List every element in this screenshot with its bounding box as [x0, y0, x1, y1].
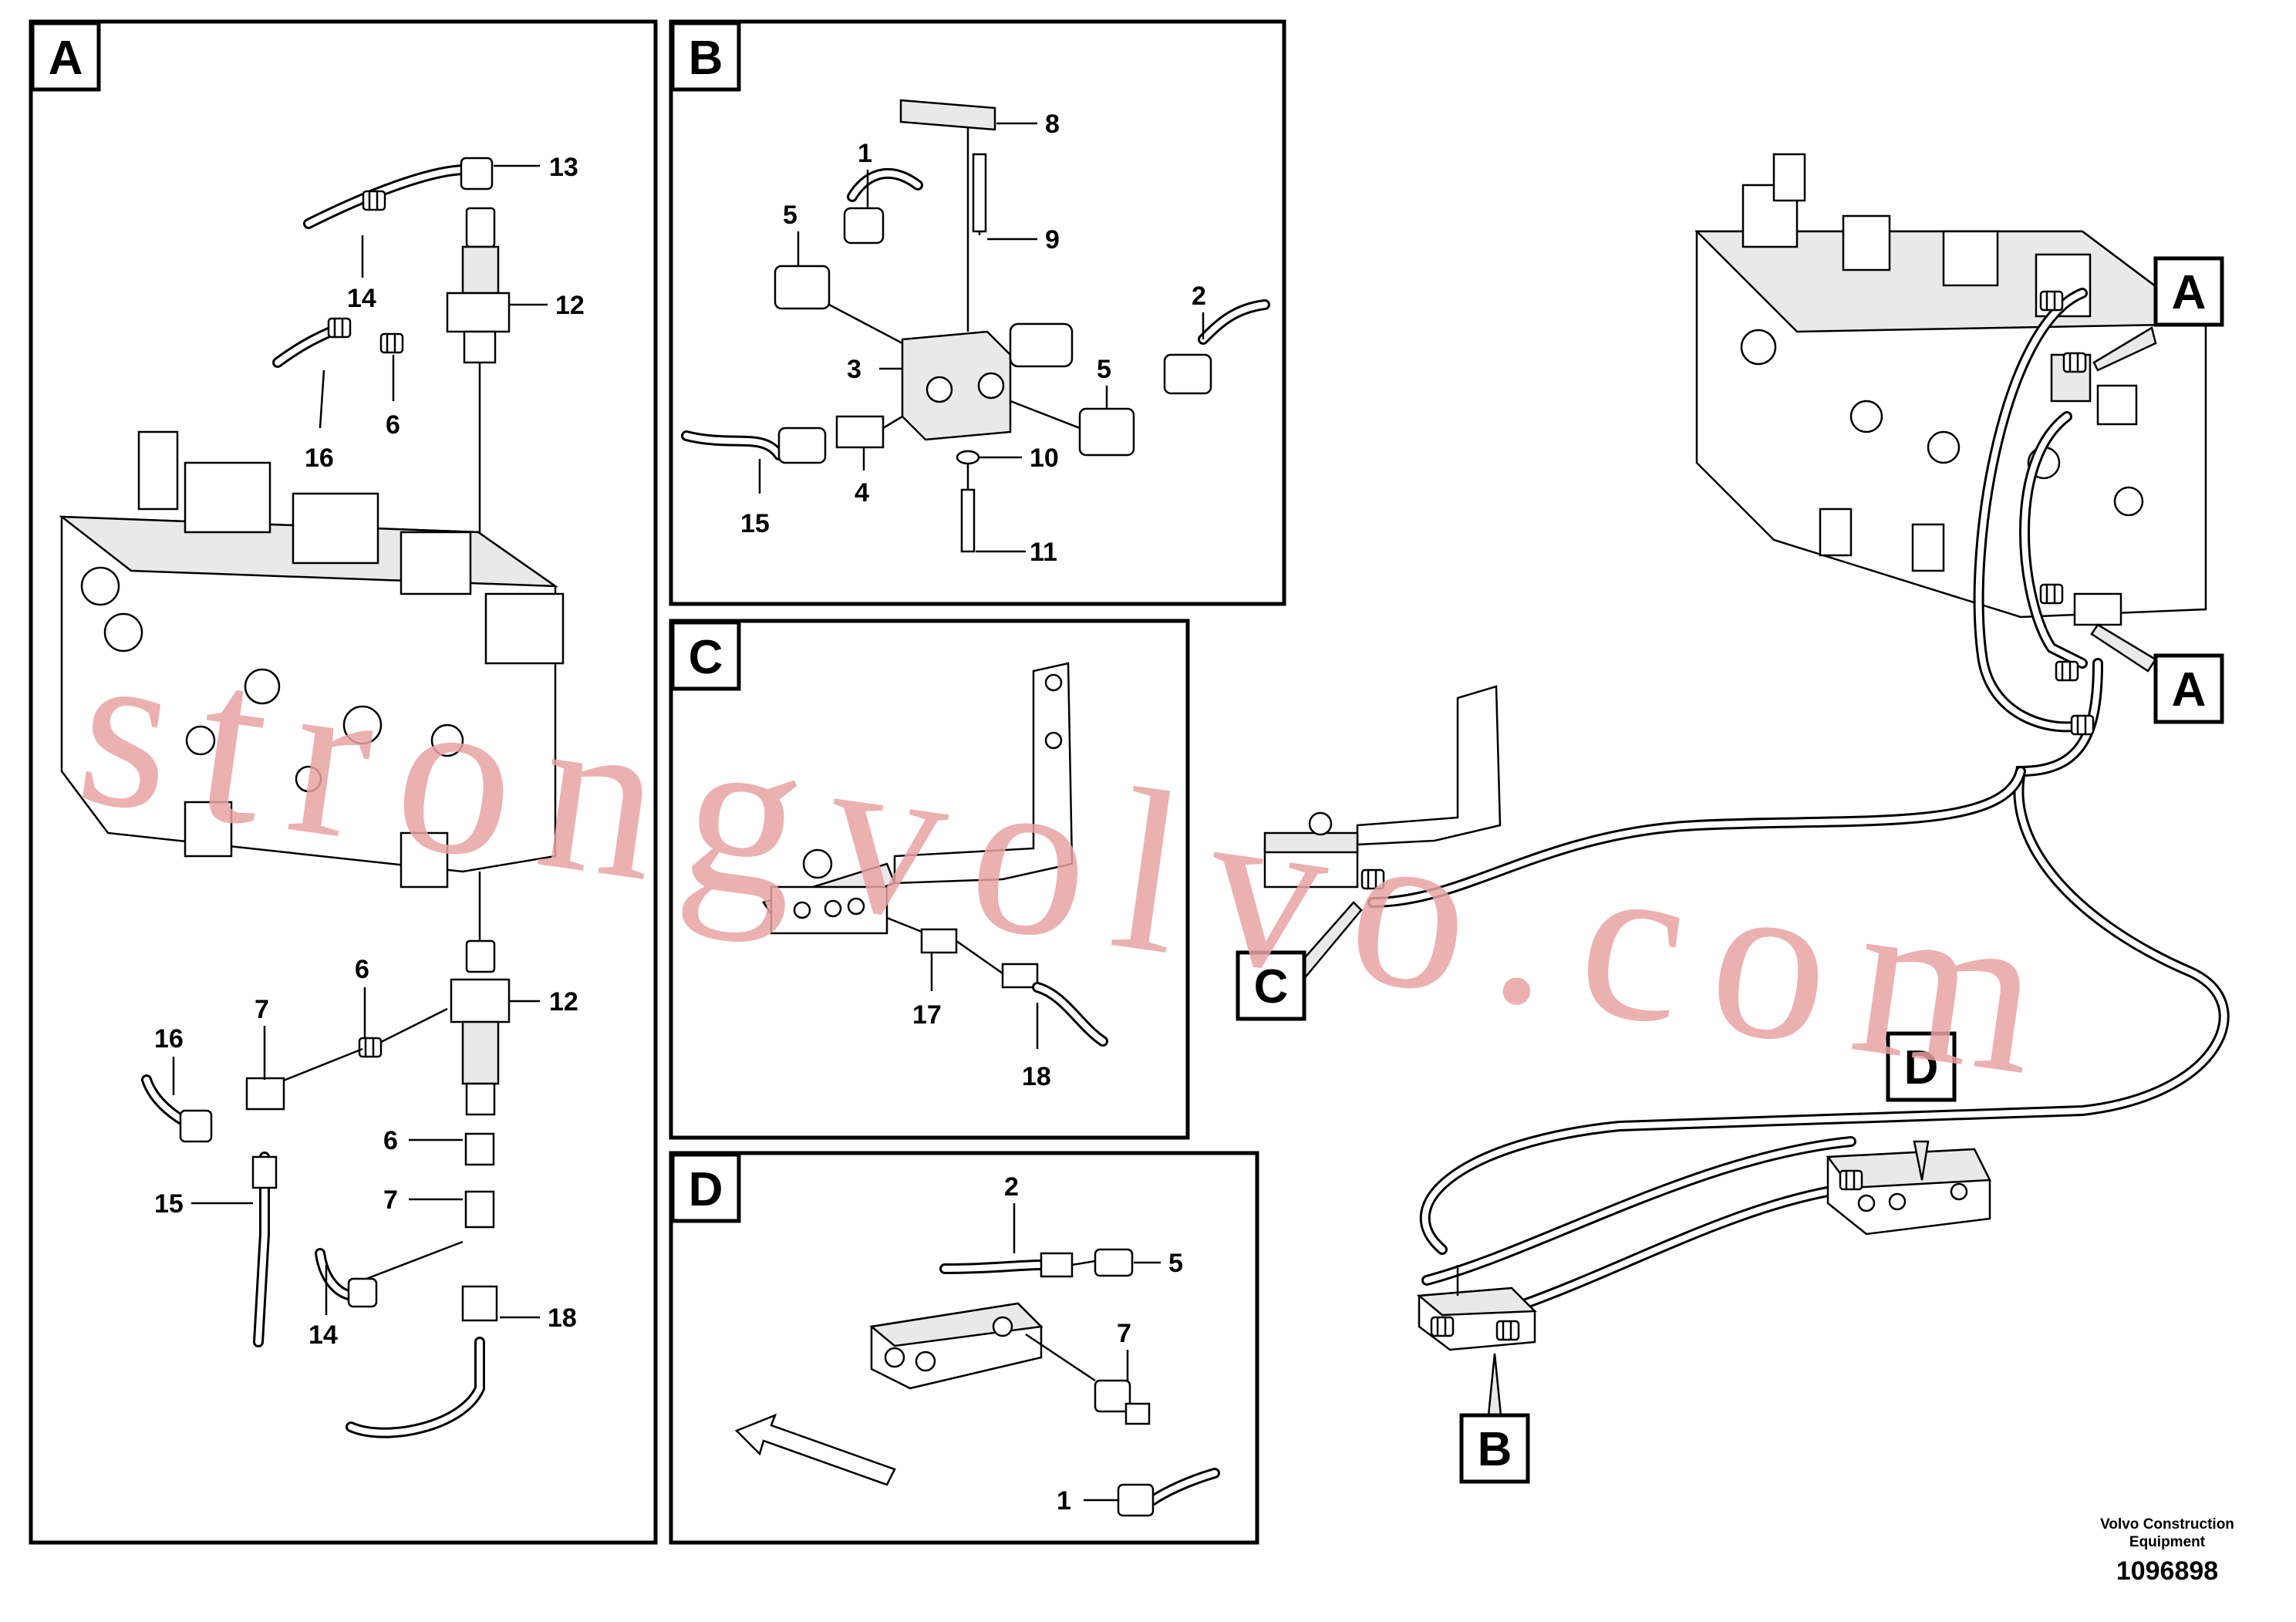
callout-b-5b: 5 — [1097, 355, 1111, 384]
panel-a-label: A — [49, 32, 83, 85]
callout-a-14b: 14 — [308, 1320, 338, 1350]
callout-a-18: 18 — [548, 1303, 577, 1333]
callout-b-9: 9 — [1045, 225, 1060, 255]
panel-a-label-box — [30, 21, 101, 92]
callout-a-6: 6 — [386, 410, 400, 440]
lower-sensor-assembly — [141, 872, 511, 1438]
overview-label-a-top-box — [2153, 256, 2224, 327]
callout-b-1: 1 — [858, 139, 872, 168]
overview-labels: A A C D B — [1236, 256, 2224, 1484]
panel-c-callouts: 17 18 — [912, 953, 1051, 1091]
callout-a-6b: 6 — [355, 955, 369, 984]
panel-a-callouts: 13 14 12 16 6 16 7 6 12 15 6 7 14 — [154, 153, 585, 1350]
callout-a-16b: 16 — [154, 1024, 184, 1054]
panel-b: B — [669, 19, 1286, 606]
panel-c: C 17 18 — [669, 619, 1190, 1140]
control-valve-block — [59, 430, 565, 889]
overview-label-b: B — [1478, 1423, 1512, 1476]
overview-label-a-top: A — [2172, 266, 2207, 319]
panel-d: D 2 5 7 1 — [669, 1151, 1259, 1545]
overview-assembly — [1263, 153, 2230, 1417]
panel-b-label-box — [670, 21, 741, 92]
overview-label-c: C — [1254, 960, 1289, 1013]
callout-b-2: 2 — [1192, 282, 1206, 311]
panel-b-frame — [669, 19, 1286, 606]
callout-b-3: 3 — [847, 355, 861, 384]
footer: Volvo Construction Equipment 1096898 — [2100, 1516, 2234, 1586]
callout-b-4: 4 — [855, 478, 869, 508]
callout-a-14: 14 — [347, 284, 376, 313]
callout-c-18: 18 — [1022, 1062, 1051, 1091]
panel-a: A — [29, 19, 658, 1545]
panel-c-label-box — [670, 620, 741, 691]
callout-a-7: 7 — [255, 995, 269, 1024]
callout-a-15: 15 — [154, 1189, 184, 1219]
callout-a-7b: 7 — [383, 1185, 398, 1215]
panel-d-label: D — [689, 1163, 723, 1216]
callout-d-7: 7 — [1117, 1319, 1131, 1348]
panel-d-callouts: 2 5 7 1 — [1004, 1172, 1183, 1516]
brand-line-2: Equipment — [2129, 1534, 2206, 1550]
overview-label-c-box — [1236, 950, 1306, 1021]
callout-b-15: 15 — [740, 509, 770, 538]
overview-label-b-box — [1459, 1413, 1530, 1484]
doc-number: 1096898 — [2116, 1556, 2218, 1586]
callout-b-10: 10 — [1030, 443, 1059, 473]
arrow-icon — [734, 1413, 896, 1486]
callout-b-5: 5 — [783, 201, 797, 230]
upper-sensor-assembly — [272, 157, 511, 663]
callout-a-16: 16 — [305, 443, 334, 473]
callout-a-6c: 6 — [383, 1126, 398, 1155]
overview-label-a-bottom: A — [2172, 663, 2207, 717]
callout-a-13: 13 — [549, 153, 578, 182]
overview-label-d-box — [1886, 1031, 1957, 1102]
panel-b-parts — [681, 99, 1270, 553]
panel-c-parts — [762, 662, 1108, 1047]
callout-a-12: 12 — [555, 291, 585, 320]
panel-d-parts — [734, 1248, 1220, 1517]
callout-a-12b: 12 — [549, 987, 578, 1017]
overview-label-d: D — [1904, 1041, 1939, 1094]
callout-b-11: 11 — [1030, 538, 1057, 567]
panel-a-frame — [29, 19, 658, 1545]
overview-label-a-bottom-box — [2153, 653, 2224, 724]
brand-line-1: Volvo Construction — [2100, 1516, 2234, 1533]
panel-d-label-box — [670, 1152, 741, 1223]
panel-d-frame — [669, 1151, 1259, 1545]
callout-d-5: 5 — [1168, 1249, 1183, 1278]
callout-c-17: 17 — [912, 1000, 942, 1030]
callout-b-8: 8 — [1045, 110, 1060, 139]
callout-d-2: 2 — [1004, 1172, 1019, 1202]
panel-b-label: B — [689, 32, 723, 85]
panel-c-label: C — [689, 631, 723, 684]
panel-b-callouts: 8 1 9 5 2 3 5 4 10 15 11 — [740, 110, 1206, 567]
panel-c-frame — [669, 619, 1190, 1140]
callout-d-1: 1 — [1057, 1486, 1071, 1516]
